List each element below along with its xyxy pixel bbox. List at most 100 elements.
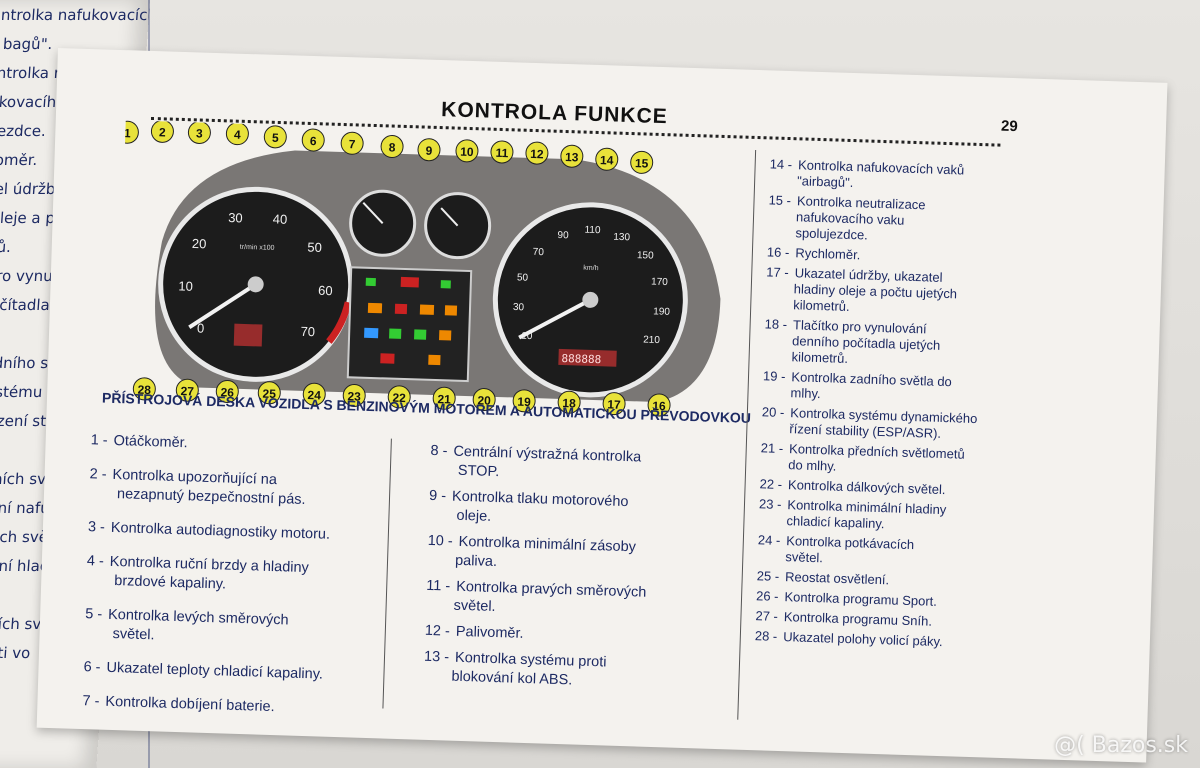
legend-item-number: 28 -: [754, 628, 778, 644]
legend-item-text: Centrální výstražná kontrolka: [453, 443, 642, 466]
legend-item-number: 16 -: [766, 244, 790, 261]
gauge-tick-label: 150: [637, 250, 654, 262]
callout-number: 12: [530, 147, 544, 161]
gauge-tick-label: 50: [517, 272, 529, 283]
callout-marker: [132, 377, 156, 401]
gauge-tick-label: 90: [557, 230, 569, 241]
callout-number: 13: [565, 150, 579, 164]
legend-item-text: Ukazatel polohy volicí páky.: [783, 629, 943, 650]
legend-item-number: 1 -: [90, 432, 108, 449]
callout-marker: [602, 392, 626, 416]
gauge-tick-label: 170: [651, 277, 668, 289]
page-title: KONTROLA FUNKCE: [440, 98, 669, 129]
legend-item-text: mlhy.: [790, 385, 821, 402]
callout-number: 9: [425, 144, 432, 158]
legend-item-number: 23 -: [758, 496, 782, 512]
legend-item-text: Kontrolka autodiagnostiky motoru.: [110, 519, 331, 543]
legend-item: 6 -Ukazatel teploty chladicí kapaliny.: [83, 658, 323, 685]
legend-item-text: nezapnutý bezpečnostní pás.: [116, 486, 306, 508]
callout-marker: [387, 385, 411, 409]
legend-item-text: kilometrů.: [791, 349, 849, 366]
callout-marker: [512, 389, 536, 413]
callout-marker: [490, 140, 514, 164]
legend-item-text: světel.: [785, 549, 824, 566]
callout-marker: [472, 388, 496, 412]
tachometer-unit: tr/min x100: [240, 244, 275, 252]
legend-item-number: 22 -: [759, 476, 783, 492]
legend-item-text: světel.: [453, 597, 496, 616]
legend-item-number: 9 -: [428, 487, 447, 505]
legend-item-text: oleje.: [456, 507, 492, 525]
legend-item-text: Kontrolka programu Sport.: [784, 589, 938, 609]
legend-item-number: 18 -: [764, 316, 788, 333]
callout-marker: [432, 386, 456, 410]
watermark: @( Bazos.sk: [1054, 733, 1188, 758]
legend-item-text: Kontrolka programu Sníh.: [783, 609, 933, 629]
callout-number: 19: [517, 395, 531, 409]
column-divider: [382, 438, 392, 709]
legend-item-number: 25 -: [756, 568, 780, 584]
legend-item-text: Ukazatel teploty chladicí kapaliny.: [106, 659, 324, 683]
callout-marker: [257, 381, 281, 405]
legend-item-text: brzdové kapaliny.: [114, 573, 227, 593]
callout-marker: [560, 144, 584, 168]
legend-item-text: Kontrolka systému proti: [454, 649, 607, 671]
warning-light-panel: [346, 266, 473, 383]
speedometer-unit: km/h: [583, 265, 598, 272]
legend-item-number: 15 -: [768, 192, 792, 209]
legend-item: 22 -Kontrolka dálkových světel.: [759, 476, 945, 498]
legend-item-text: paliva.: [454, 552, 498, 571]
legend-item: 12 -Palivoměr.: [425, 622, 524, 644]
callout-number: 18: [562, 396, 576, 410]
legend-item-number: 5 -: [84, 606, 103, 623]
callout-number: 7: [349, 137, 356, 151]
legend-item: 14 -Kontrolka nafukovacích vaků"airbagů"…: [769, 156, 964, 194]
legend-item: 7 -Kontrolka dobíjení baterie.: [82, 692, 275, 717]
gauge-tick-label: 10: [178, 278, 193, 293]
legend-item-number: 4 -: [86, 553, 105, 570]
legend-item-text: Kontrolka levých směrových: [107, 606, 289, 629]
callout-marker: [525, 141, 549, 165]
legend-item-text: Palivoměr.: [455, 623, 524, 642]
gauge-tick-label: 190: [653, 306, 670, 318]
legend-column-1: 1 -Otáčkoměr.2 -Kontrolka upozorňující n…: [58, 48, 1167, 715]
legend-item-number: 27 -: [755, 608, 779, 624]
callout-number: 15: [635, 156, 649, 170]
callout-number: 27: [180, 384, 194, 398]
legend-item-number: 24 -: [757, 532, 781, 548]
gauge-tick-label: 70: [533, 247, 545, 258]
gauge-tick-label: 70: [300, 324, 315, 339]
gauge-tick-label: 0: [197, 321, 205, 336]
callout-number: 2: [159, 125, 166, 139]
temperature-gauge: [349, 189, 417, 257]
legend-item: 26 -Kontrolka programu Sport.: [756, 588, 937, 610]
legend-item-text: STOP.: [457, 462, 500, 481]
callout-marker: [175, 378, 199, 402]
callout-number: 26: [220, 385, 234, 399]
legend-item-number: 20 -: [761, 404, 785, 420]
legend-item-text: kilometrů.: [793, 297, 850, 314]
gauge-tick-label: 210: [643, 335, 660, 347]
legend-item-text: do mlhy.: [788, 457, 837, 474]
odometer-display: 888888: [561, 352, 601, 366]
callout-marker: [263, 125, 287, 149]
legend-item: 16 -Rychloměr.: [767, 244, 861, 263]
speedometer-needle: [518, 298, 592, 340]
legend-item-number: 19 -: [762, 368, 786, 385]
callout-number: 14: [600, 153, 614, 167]
legend-column-3: 14 -Kontrolka nafukovacích vaků"airbagů"…: [58, 48, 1167, 649]
callout-marker: [557, 390, 581, 414]
left-page-text-fragment: jezdce.: [0, 122, 47, 140]
